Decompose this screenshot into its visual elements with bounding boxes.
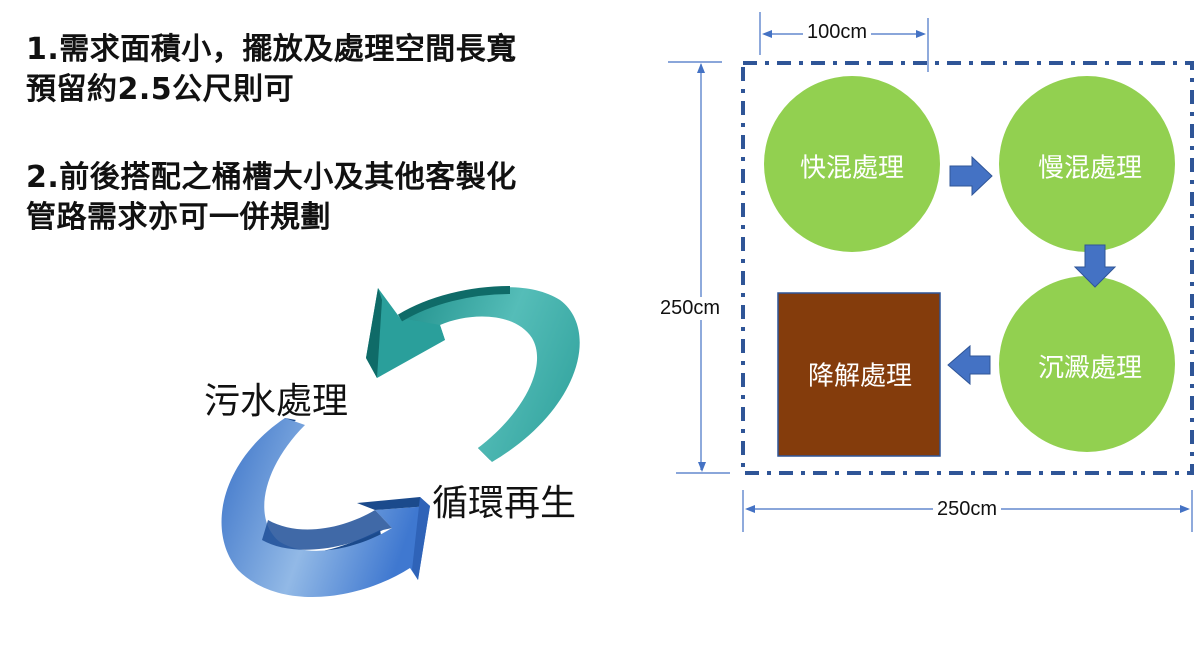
node-fast-mix	[764, 76, 940, 252]
note-line: 1.需求面積小，擺放及處理空間長寬	[26, 32, 517, 67]
dimension-left-label: 250cm	[660, 297, 721, 320]
node-fast-mix-label: 快混處理	[799, 153, 905, 184]
node-sedimentation-label: 沉澱處理	[1037, 353, 1143, 384]
note-space-requirement: 1.需求面積小，擺放及處理空間長寬 預留約2.5公尺則可	[26, 30, 517, 110]
label-sewage-treatment: 污水處理	[204, 381, 349, 422]
space-boundary	[741, 61, 1194, 475]
node-degradation	[777, 292, 941, 457]
flow-arrow-right-icon	[949, 155, 993, 197]
note-line: 2.前後搭配之桶槽大小及其他客製化	[26, 160, 517, 195]
label-recycle: 循環再生	[432, 483, 577, 524]
flow-arrow-left-icon	[947, 344, 991, 386]
cycle-arrow-teal-icon	[366, 286, 580, 462]
dimension-left	[668, 61, 730, 474]
dimension-top-label: 100cm	[803, 21, 872, 44]
note-line: 預留約2.5公尺則可	[26, 72, 295, 107]
dimension-bottom-label: 250cm	[933, 498, 1002, 521]
node-slow-mix-label: 慢混處理	[1037, 153, 1143, 184]
note-line: 管路需求亦可一併規劃	[26, 200, 331, 235]
flow-arrow-down-icon	[1073, 244, 1117, 288]
node-sedimentation	[999, 276, 1175, 452]
node-degradation-label: 降解處理	[807, 361, 913, 392]
node-slow-mix	[999, 76, 1175, 252]
note-customization: 2.前後搭配之桶槽大小及其他客製化 管路需求亦可一併規劃	[26, 158, 517, 238]
cycle-arrow-blue-icon	[221, 418, 430, 597]
